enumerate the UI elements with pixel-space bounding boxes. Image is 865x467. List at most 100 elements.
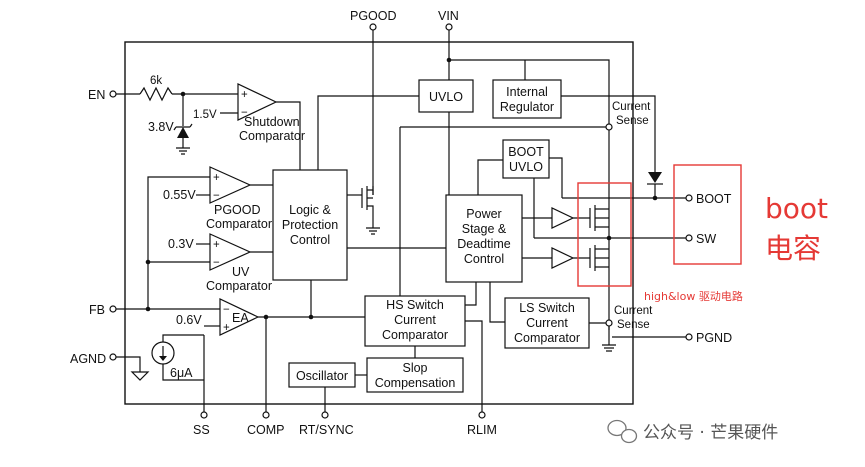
comp-pin[interactable]: COMP	[247, 411, 285, 437]
current-sense-bottom-line2: Sense	[617, 319, 650, 331]
hs-line3: Comparator	[382, 328, 448, 342]
uv-minus: −	[213, 257, 220, 269]
uvlo-label: UVLO	[429, 90, 463, 104]
fb-pin-label: FB	[89, 303, 105, 317]
uv-comp-line2: Comparator	[206, 279, 272, 293]
en-pin-label: EN	[88, 88, 105, 102]
boot-pin-label: BOOT	[696, 192, 732, 206]
vin-pin-label: VIN	[438, 9, 459, 23]
pgood-comp-line2: Comparator	[206, 217, 272, 231]
boot-cap-highlight-box	[673, 164, 742, 265]
ea-ref-label: 0.6V	[176, 313, 202, 327]
ls-line3: Comparator	[514, 331, 580, 345]
ss-pin-label: SS	[193, 423, 210, 437]
oscillator-block	[288, 362, 356, 388]
slope-compensation-block	[366, 357, 464, 393]
shutdown-minus: −	[241, 107, 248, 119]
resistor-6k-icon	[139, 86, 173, 102]
logic-line3: Control	[290, 233, 330, 247]
boot-cap-annotation-line1: boot	[765, 192, 828, 225]
comp-pin-label: COMP	[247, 423, 285, 437]
driver-annotation: high&low 驱动电路	[644, 290, 743, 303]
high-side-fet-icon	[589, 205, 609, 231]
pgood-comp-line1: PGOOD	[214, 203, 261, 217]
high-side-driver	[551, 207, 575, 229]
driver-highlight-box	[577, 182, 632, 287]
power-stage-block	[445, 194, 523, 283]
boot-uvlo-line1: BOOT	[508, 145, 544, 159]
resistor-label: 6k	[150, 75, 162, 87]
wechat-icon	[607, 419, 638, 444]
power-line2: Stage &	[462, 222, 507, 236]
ls-switch-comparator-block	[504, 297, 590, 349]
power-line4: Control	[464, 252, 504, 266]
oscillator-label: Oscillator	[296, 369, 348, 383]
pgood-comparator	[209, 166, 252, 204]
rt-sync-pin[interactable]: RT/SYNC	[299, 411, 354, 437]
boot-uvlo-line2: UVLO	[509, 160, 543, 174]
watermark-text: 公众号 · 芒果硬件	[643, 423, 778, 443]
error-amplifier	[219, 298, 260, 336]
rlim-pin-label: RLIM	[467, 423, 497, 437]
uv-ref-label: 0.3V	[168, 237, 194, 251]
shutdown-comp-line1: Shutdown	[244, 115, 300, 129]
shutdown-comparator	[237, 83, 278, 121]
pgood-pin-label: PGOOD	[350, 9, 397, 23]
logic-line1: Logic &	[289, 203, 331, 217]
current-source-label: 6μA	[170, 366, 193, 380]
ea-plus: +	[223, 322, 230, 334]
sw-pin[interactable]: SW	[685, 232, 716, 246]
rlim-pin[interactable]: RLIM	[467, 411, 497, 437]
boot-diode-icon	[648, 172, 662, 183]
low-side-fet-icon	[589, 245, 609, 271]
ls-line2: Current	[526, 316, 568, 330]
rt-sync-pin-label: RT/SYNC	[299, 423, 354, 437]
agnd-pin-label: AGND	[70, 352, 106, 366]
power-line1: Power	[466, 207, 501, 221]
internal-regulator-block	[492, 79, 562, 119]
shutdown-ref-label: 1.5V	[193, 109, 217, 121]
current-sense-top-line1: Current	[612, 101, 651, 113]
en-pin[interactable]: EN	[88, 88, 117, 102]
internal-regulator-line2: Regulator	[500, 100, 554, 114]
ic-boundary	[124, 41, 634, 405]
pgood-minus: −	[213, 190, 220, 202]
ss-pin[interactable]: SS	[193, 411, 210, 437]
hs-line1: HS Switch	[386, 298, 444, 312]
current-sense-top-node	[605, 123, 613, 131]
slope-line1: Slop	[402, 361, 427, 375]
uv-plus: +	[213, 239, 220, 251]
power-line3: Deadtime	[457, 237, 511, 251]
current-sense-bottom-line1: Current	[614, 305, 653, 317]
pgnd-pin[interactable]: PGND	[685, 331, 732, 345]
pgood-fet-icon	[361, 186, 374, 228]
shutdown-plus: +	[241, 89, 248, 101]
pgood-plus: +	[213, 172, 220, 184]
ea-minus: −	[223, 304, 230, 316]
fb-pin[interactable]: FB	[89, 303, 117, 317]
logic-line2: Protection	[282, 218, 338, 232]
ls-line1: LS Switch	[519, 301, 575, 315]
logic-protection-block	[272, 169, 348, 281]
pgnd-pin-label: PGND	[696, 331, 732, 345]
boot-cap-annotation-line2: 电容	[765, 232, 821, 265]
pgood-pin[interactable]: PGOOD	[350, 9, 397, 195]
agnd-pin[interactable]: AGND	[70, 352, 117, 366]
ea-label: EA	[232, 311, 249, 325]
boot-pin[interactable]: BOOT	[685, 192, 732, 206]
low-side-driver	[551, 247, 575, 269]
current-sense-bottom-node	[605, 319, 613, 327]
zener-diode-icon	[177, 127, 189, 138]
shutdown-comp-line2: Comparator	[239, 129, 305, 143]
current-sense-top-line2: Sense	[616, 115, 649, 127]
slope-line2: Compensation	[375, 376, 456, 390]
uv-comparator	[209, 233, 252, 271]
hs-switch-comparator-block	[364, 295, 466, 347]
uv-comp-line1: UV	[232, 265, 250, 279]
hs-line2: Current	[394, 313, 436, 327]
internal-regulator-line1: Internal	[506, 85, 548, 99]
sw-pin-label: SW	[696, 232, 716, 246]
boot-uvlo-block	[502, 139, 550, 179]
zener-voltage-label: 3.8V	[148, 120, 174, 134]
